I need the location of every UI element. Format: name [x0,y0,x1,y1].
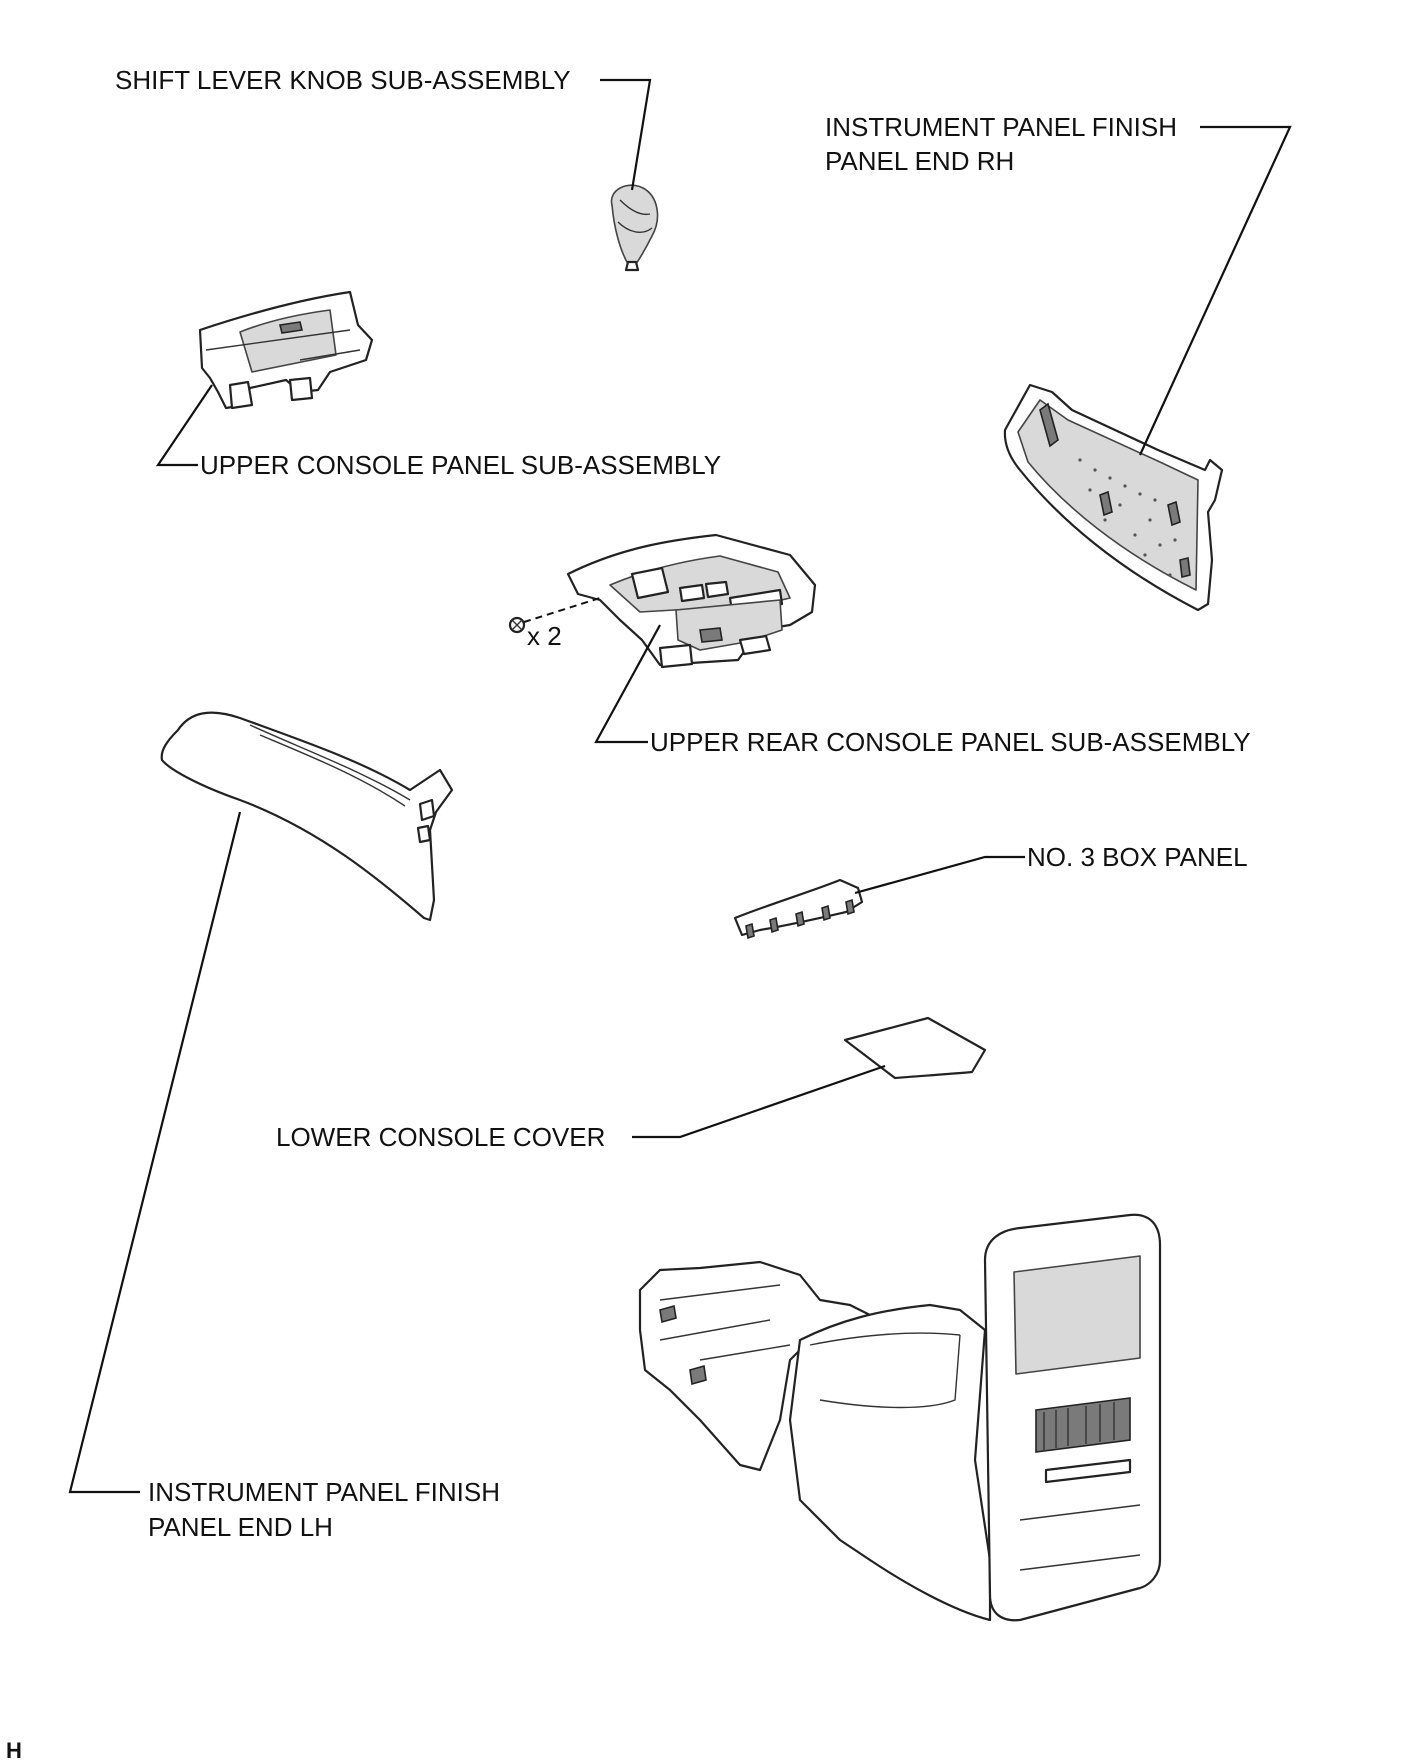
upper-console-panel-drawing [198,290,374,410]
panel-end-lh-label-line2: PANEL END LH [148,1512,333,1542]
panel-end-lh-label-line1: INSTRUMENT PANEL FINISH [148,1477,500,1507]
panel-end-lh-leader [68,811,242,1494]
upper-rear-console-label: UPPER REAR CONSOLE PANEL SUB-ASSEMBLY [650,727,1251,757]
lower-console-cover-drawing [843,1016,987,1080]
lower-console-cover-leader [632,1064,886,1139]
shift-lever-knob-drawing [610,184,659,272]
corner-mark: H [6,1738,22,1763]
screw-quantity-label: x 2 [527,621,562,651]
shift-knob-leader [600,78,652,191]
box-panel-drawing [733,878,864,940]
screw-dashed-line [523,597,601,623]
panel-end-rh-label-line1: INSTRUMENT PANEL FINISH [825,112,1177,142]
box-panel-leader [854,855,1025,895]
shift-knob-label: SHIFT LEVER KNOB SUB-ASSEMBLY [115,65,571,95]
panel-end-rh-drawing [1003,383,1224,612]
box-panel-label: NO. 3 BOX PANEL [1027,842,1248,872]
upper-rear-console-panel-drawing [566,533,817,669]
upper-console-label: UPPER CONSOLE PANEL SUB-ASSEMBLY [200,450,721,480]
lower-console-cover-label: LOWER CONSOLE COVER [276,1122,605,1152]
screw-icon [508,616,526,634]
upper-console-leader [155,384,213,467]
console-box-drawing [638,1213,1162,1622]
panel-end-rh-label-line2: PANEL END RH [825,146,1014,176]
panel-end-rh-leader [1138,125,1292,456]
panel-end-lh-drawing [160,711,454,922]
upper-rear-console-leader [594,624,661,744]
